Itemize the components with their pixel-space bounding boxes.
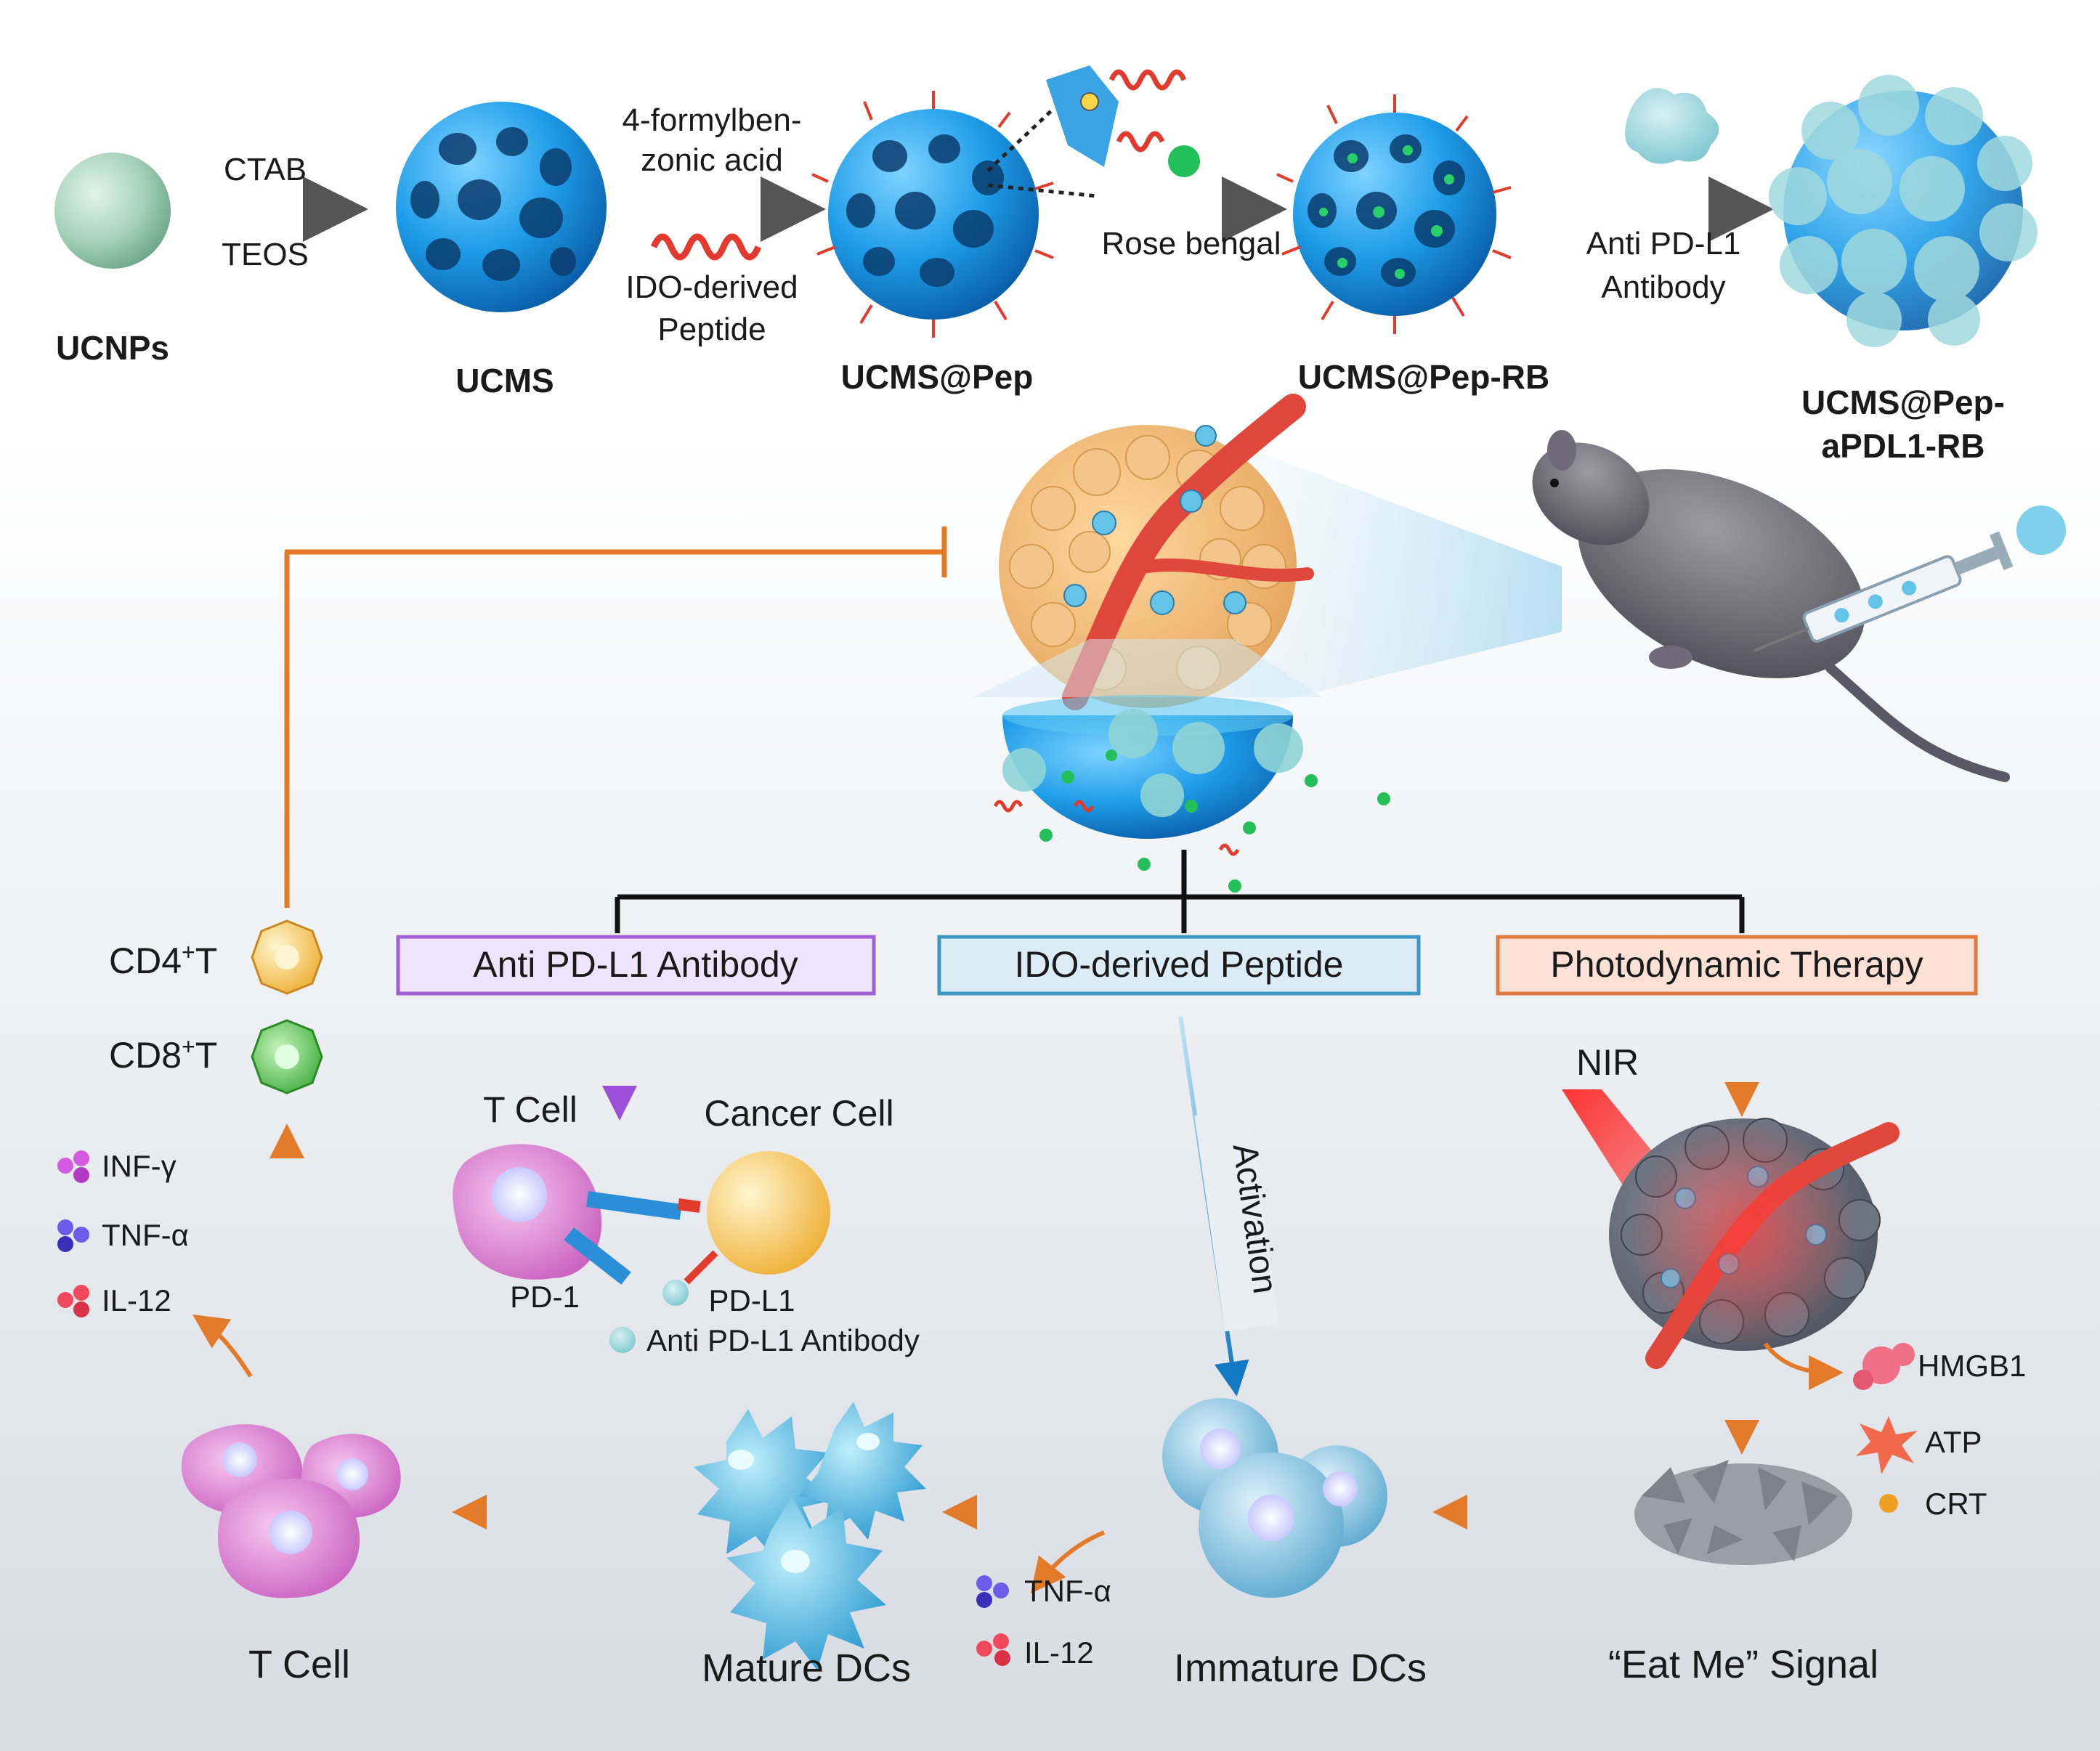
- cd8-label-sup: +: [182, 1033, 195, 1060]
- pd1-receptor: [564, 1191, 701, 1285]
- left-cytokine-icons: [57, 1150, 89, 1317]
- cd4-t-cell-icon: [251, 919, 323, 995]
- syringe-icon: [1754, 505, 2066, 652]
- final-label-line1: UCMS@Pep-: [1801, 383, 2005, 421]
- anti-pdl1-antibody-icon: [609, 1327, 636, 1353]
- cd8-label: CD8+T: [109, 1033, 217, 1076]
- cd8-label-t: T: [195, 1035, 218, 1076]
- left-cytokine-ifn: INF-γ: [102, 1149, 177, 1183]
- step1-ctab: CTAB: [224, 152, 307, 187]
- step3-rose-bengal: Rose bengal: [1101, 226, 1281, 261]
- crt-label: CRT: [1925, 1487, 1987, 1521]
- immature-dcs-label: Immature DCs: [1174, 1646, 1427, 1690]
- step2-reagent-line2: zonic acid: [641, 142, 783, 178]
- pdl1-label: PD-L1: [708, 1283, 795, 1317]
- peptide-helix-icon: [650, 233, 762, 261]
- final-nanoparticle: [1769, 75, 2038, 347]
- pdt-arrow-to-hmgb1: [1763, 1342, 1844, 1390]
- drug-release-illustration: [973, 639, 1390, 893]
- cd8-label-base: CD8: [109, 1035, 182, 1076]
- pdt-box-label: Photodynamic Therapy: [1550, 944, 1923, 985]
- ucms-pep-rb-label: UCMS@Pep-RB: [1298, 358, 1549, 396]
- step1-teos: TEOS: [222, 237, 309, 272]
- pdl1-ligand: [662, 1250, 718, 1306]
- bottom-cytokine-tnf: TNF-α: [1024, 1574, 1111, 1608]
- mature-dcs-illustration: [694, 1402, 926, 1670]
- nir-label: NIR: [1576, 1042, 1639, 1083]
- checkpoint-t-cell-label: T Cell: [483, 1089, 577, 1130]
- bottom-cytokine-icons: [976, 1575, 1010, 1666]
- ucms-label: UCMS: [455, 362, 554, 399]
- irradiated-tumor-illustration: [1609, 1118, 1900, 1369]
- inhibition-feedback-line: [284, 527, 947, 908]
- step4-antibody-line2: Antibody: [1601, 269, 1725, 305]
- left-cytokine-tnf: TNF-α: [102, 1218, 189, 1252]
- ucnps-label: UCNPs: [56, 329, 169, 367]
- step4-antibody-line1: Anti PD-L1: [1586, 226, 1741, 261]
- mouse-illustration: [1532, 430, 2010, 782]
- immature-dcs-illustration: [1162, 1398, 1387, 1598]
- hmgb1-label: HMGB1: [1918, 1349, 2026, 1383]
- ucms-pep-particle: [811, 91, 1054, 338]
- cell-debris-illustration: [1634, 1460, 1852, 1565]
- t-cells-cluster-illustration: [182, 1424, 401, 1598]
- atp-icon: [1856, 1416, 1918, 1474]
- bottom-cytokine-il12: IL-12: [1024, 1636, 1094, 1670]
- mature-dcs-label: Mature DCs: [702, 1646, 911, 1690]
- ucnps-particle: [54, 153, 171, 269]
- ucms-pep-rb-particle: [1276, 94, 1512, 334]
- t-cell-illustration: [453, 1144, 602, 1280]
- checkpoint-cancer-cell-label: Cancer Cell: [704, 1093, 893, 1134]
- step2-peptide-line2: Peptide: [657, 312, 766, 347]
- step2-reagent-line1: 4-formylben-: [623, 102, 802, 138]
- antibody-box: Anti PD-L1 Antibody: [396, 935, 876, 996]
- cd4-label: CD4+T: [109, 939, 217, 981]
- cd4-label-sup: +: [182, 939, 195, 965]
- hmgb1-icon: [1853, 1343, 1915, 1390]
- activation-arrow: [1178, 1016, 1279, 1397]
- t-cell-label: T Cell: [248, 1643, 350, 1686]
- left-cytokine-il12: IL-12: [102, 1283, 171, 1317]
- step2-peptide-line1: IDO-derived: [625, 269, 798, 305]
- atp-label: ATP: [1925, 1425, 1982, 1459]
- pdt-box: Photodynamic Therapy: [1496, 935, 1978, 996]
- final-label-line2: aPDL1-RB: [1822, 427, 1985, 465]
- cd4-label-t: T: [195, 940, 218, 981]
- antibody-icon: [1625, 88, 1719, 164]
- ucms-pep-label: UCMS@Pep: [841, 358, 1034, 396]
- cancer-cell-illustration: [707, 1151, 830, 1275]
- ucms-particle: [396, 102, 607, 312]
- peptide-box-label: IDO-derived Peptide: [1014, 944, 1343, 985]
- rose-bengal-dot-icon: [1168, 145, 1200, 177]
- conjugation-zoom-icon: [986, 65, 1187, 198]
- branch-connector: [615, 850, 1745, 933]
- pd1-label: PD-1: [510, 1280, 580, 1314]
- crt-icon: [1879, 1494, 1898, 1513]
- cd4-label-base: CD4: [109, 940, 182, 981]
- anti-pdl1-antibody-label: Anti PD-L1 Antibody: [646, 1323, 920, 1357]
- cd8-t-cell-icon: [251, 1019, 323, 1094]
- eat-me-label: “Eat Me” Signal: [1608, 1643, 1878, 1686]
- arrow-to-bottom-cytokines: [1030, 1530, 1106, 1594]
- peptide-box: IDO-derived Peptide: [937, 935, 1421, 996]
- arrow-tcell-to-cytokines: [192, 1315, 253, 1378]
- zoom-beam: [1235, 443, 1562, 712]
- antibody-box-label: Anti PD-L1 Antibody: [473, 944, 798, 985]
